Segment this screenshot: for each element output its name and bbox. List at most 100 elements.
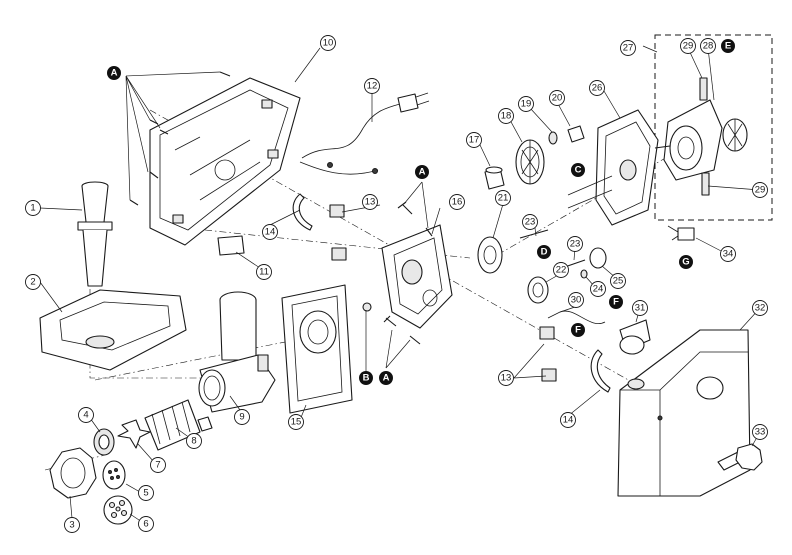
svg-text:16: 16 (452, 197, 463, 208)
callout-21: 21 (495, 190, 511, 206)
cover-25 (589, 247, 607, 269)
carbon-brush-29a (699, 77, 708, 101)
gearbox-front (381, 224, 453, 329)
washer-19 (548, 131, 558, 145)
callout-5: 5 (138, 485, 154, 501)
callout-32: 32 (752, 300, 768, 316)
svg-text:15: 15 (291, 417, 302, 428)
svg-text:31: 31 (635, 303, 646, 314)
callout-31: 31 (632, 300, 648, 316)
power-cord (299, 92, 430, 175)
svg-text:23: 23 (525, 217, 536, 228)
callout-29b: 29 (752, 182, 768, 198)
callout-17: 17 (466, 132, 482, 148)
tag-c: C (571, 163, 585, 177)
svg-text:17: 17 (469, 135, 480, 146)
callout-30: 30 (568, 292, 584, 308)
callout-23a: 23 (522, 214, 538, 230)
svg-text:1: 1 (30, 203, 35, 214)
gearbox-rear (567, 109, 659, 226)
svg-text:28: 28 (703, 41, 714, 52)
svg-text:F: F (575, 325, 581, 336)
callout-4: 4 (78, 407, 94, 423)
shaft-23a (519, 229, 549, 239)
callout-6: 6 (138, 516, 154, 532)
svg-text:4: 4 (83, 410, 88, 421)
main-housing (617, 329, 751, 497)
callout-19: 19 (518, 96, 534, 112)
svg-text:29: 29 (755, 185, 766, 196)
ring-nut (49, 447, 97, 499)
tag-a-top-center: A (415, 165, 429, 179)
cord-clip-14a (292, 193, 313, 231)
tag-f-upper: F (609, 295, 623, 309)
svg-text:A: A (111, 68, 118, 79)
tag-g: G (679, 255, 693, 269)
svg-text:D: D (541, 247, 548, 258)
rubber-block-13 (329, 204, 557, 382)
svg-text:13: 13 (365, 197, 376, 208)
large-gear-18 (515, 139, 545, 185)
cutting-plate-coarse (103, 495, 133, 525)
worm-screw (144, 399, 213, 451)
wire-clip-30 (547, 310, 606, 325)
svg-text:6: 6 (143, 519, 148, 530)
svg-text:8: 8 (191, 436, 196, 447)
callout-2: 2 (25, 274, 41, 290)
svg-text:G: G (682, 257, 689, 268)
svg-text:29: 29 (683, 41, 694, 52)
callout-1: 1 (25, 200, 41, 216)
tag-d: D (537, 245, 551, 259)
svg-text:7: 7 (155, 460, 160, 471)
motor-fan (722, 118, 748, 152)
svg-text:27: 27 (623, 43, 634, 54)
bearing-20 (567, 125, 585, 143)
callout-25: 25 (610, 273, 626, 289)
svg-text:F: F (613, 297, 619, 308)
svg-text:26: 26 (592, 83, 603, 94)
food-pusher (77, 181, 113, 287)
svg-text:A: A (383, 373, 390, 384)
callout-15: 15 (288, 414, 304, 430)
tag-a-top-left: A (107, 66, 121, 80)
blade-ring (93, 428, 115, 456)
motor-assembly-frame (654, 34, 773, 221)
svg-text:E: E (725, 41, 731, 52)
tag-e: E (721, 39, 735, 53)
callout-12: 12 (364, 78, 380, 94)
cutting-plate-fine (102, 460, 126, 490)
svg-text:21: 21 (498, 193, 509, 204)
svg-text:22: 22 (556, 265, 567, 276)
svg-text:9: 9 (239, 412, 244, 423)
svg-text:13: 13 (501, 373, 512, 384)
callout-27: 27 (620, 40, 636, 56)
callout-26: 26 (589, 80, 605, 96)
callout-13a: 13 (362, 194, 378, 210)
locking-knob-33 (717, 443, 763, 471)
gear-22 (527, 276, 549, 304)
tag-f-lower: F (571, 323, 585, 337)
svg-text:20: 20 (552, 93, 563, 104)
svg-text:2: 2 (30, 277, 35, 288)
callout-34: 34 (720, 246, 736, 262)
svg-text:19: 19 (521, 99, 532, 110)
svg-text:32: 32 (755, 303, 766, 314)
svg-text:34: 34 (723, 249, 734, 260)
callout-8: 8 (186, 433, 202, 449)
cord-clip-14b (590, 349, 611, 393)
front-cover (281, 284, 353, 414)
callout-9: 9 (234, 409, 250, 425)
callout-13b: 13 (498, 370, 514, 386)
callout-14a: 14 (262, 224, 278, 240)
svg-text:10: 10 (323, 38, 334, 49)
callout-24: 24 (590, 281, 606, 297)
svg-text:18: 18 (501, 111, 512, 122)
callout-18: 18 (498, 108, 514, 124)
svg-text:A: A (419, 167, 426, 178)
svg-text:B: B (363, 373, 370, 384)
callout-11: 11 (256, 264, 272, 280)
switch-34 (667, 225, 695, 241)
svg-text:14: 14 (265, 227, 276, 238)
